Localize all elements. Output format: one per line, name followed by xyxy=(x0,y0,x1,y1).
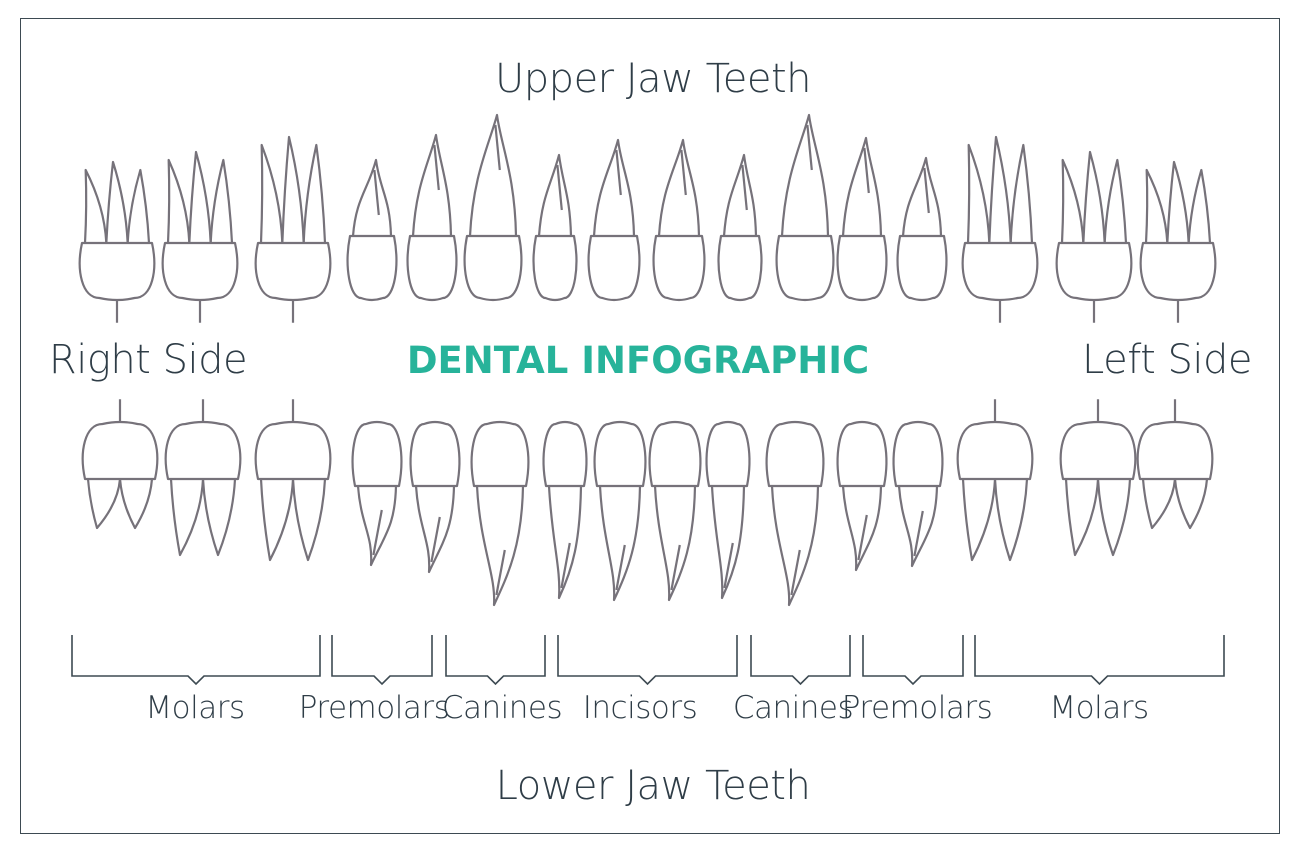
lower-tooth-molar xyxy=(956,399,1034,562)
lower-tooth-molar xyxy=(1059,399,1137,557)
left-side-label: Left Side xyxy=(1082,337,1252,383)
upper-tooth-incisor xyxy=(587,138,641,302)
bracket-premolars-right xyxy=(331,635,433,686)
bracket-canines-right xyxy=(445,635,546,686)
bracket-molars-right xyxy=(71,635,321,686)
bracket-premolars-left xyxy=(862,635,964,686)
group-label-canines-right: Canines xyxy=(441,690,563,726)
main-title: DENTAL INFOGRAPHIC xyxy=(406,339,870,382)
lower-tooth-premolar xyxy=(351,420,403,567)
upper-tooth-molar xyxy=(961,135,1039,323)
lower-jaw-title: Lower Jaw Teeth xyxy=(495,763,811,809)
lower-tooth-incisor xyxy=(705,420,751,600)
lower-tooth-molar xyxy=(1136,399,1214,530)
bracket-molars-left xyxy=(974,635,1225,686)
upper-tooth-incisor xyxy=(652,138,706,302)
upper-tooth-canine xyxy=(775,113,835,302)
upper-tooth-premolar xyxy=(406,133,458,302)
lower-tooth-premolar xyxy=(409,420,461,574)
diagram-frame xyxy=(20,18,1280,834)
bracket-canines-left xyxy=(750,635,851,686)
upper-tooth-molar xyxy=(78,160,156,323)
group-label-premolars-left: Premolars xyxy=(841,690,993,726)
bracket-incisors xyxy=(557,635,738,686)
upper-tooth-incisor xyxy=(717,153,763,302)
upper-tooth-incisor xyxy=(532,153,578,302)
upper-jaw-title: Upper Jaw Teeth xyxy=(495,56,811,102)
lower-tooth-molar xyxy=(81,399,159,530)
lower-tooth-incisor xyxy=(648,420,702,602)
upper-tooth-premolar xyxy=(346,158,398,302)
lower-tooth-premolar xyxy=(836,420,888,572)
right-side-label: Right Side xyxy=(48,337,248,383)
lower-tooth-premolar xyxy=(892,420,944,568)
lower-tooth-canine xyxy=(765,420,825,607)
lower-tooth-molar xyxy=(164,399,242,557)
group-label-molars-left: Molars xyxy=(1049,690,1149,726)
upper-tooth-premolar xyxy=(896,156,948,302)
upper-tooth-molar xyxy=(161,150,239,323)
group-label-canines-left: Canines xyxy=(732,690,854,726)
lower-tooth-molar xyxy=(254,399,332,562)
group-label-incisors: Incisors xyxy=(582,690,698,726)
upper-tooth-molar xyxy=(1055,150,1133,323)
lower-tooth-canine xyxy=(470,420,530,607)
group-label-molars-right: Molars xyxy=(145,690,245,726)
upper-tooth-molar xyxy=(1139,160,1217,323)
lower-tooth-incisor xyxy=(593,420,647,602)
lower-tooth-incisor xyxy=(542,420,588,600)
upper-tooth-canine xyxy=(463,113,523,302)
group-label-premolars-right: Premolars xyxy=(298,690,450,726)
upper-tooth-molar xyxy=(254,135,332,323)
upper-tooth-premolar xyxy=(836,136,888,302)
